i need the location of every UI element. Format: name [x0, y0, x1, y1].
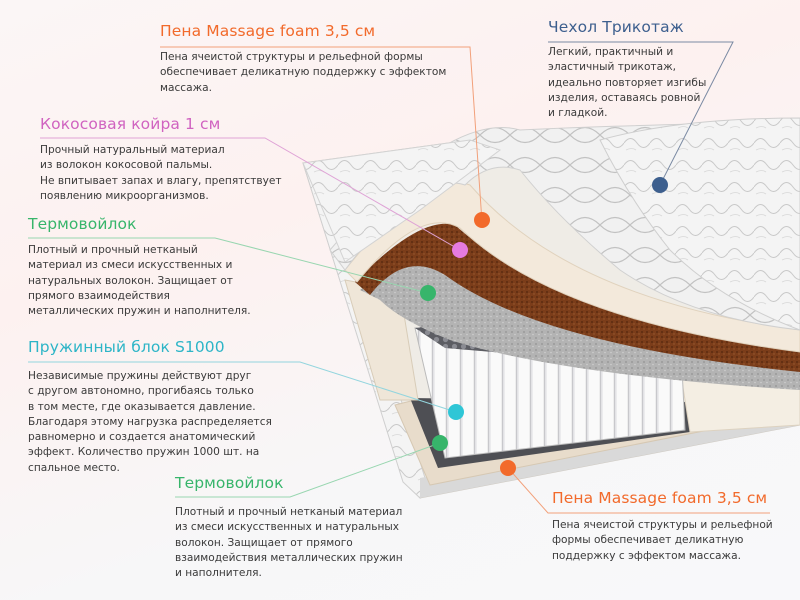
callout-title: Пена Massage foam 3,5 см — [160, 22, 376, 40]
leader-springs — [28, 361, 457, 413]
desc-line: натуральных волокон. Защищает от — [28, 274, 233, 287]
desc-line: из волокон кокосовой пальмы. — [40, 159, 213, 172]
desc-line: Не впитывает запах и влагу, препятствует — [40, 174, 282, 187]
callout-desc: Пена ячеистой структуры и рельефной форм… — [552, 518, 773, 564]
callout-title: Термовойлок — [175, 474, 284, 492]
callout-title: Чехол Трикотаж — [548, 18, 684, 36]
leader-felt-bottom — [175, 442, 441, 498]
callout-massage-top: Пена Massage foam 3,5 см Пена ячеистой с… — [160, 22, 446, 96]
desc-line: Благодаря этому нагрузка распределяется — [28, 415, 272, 428]
desc-line: обеспечивает деликатную поддержку с эффе… — [160, 66, 447, 79]
desc-line: Независимые пружины действуют друг — [28, 370, 252, 382]
desc-line: металлических пружин и наполнителя. — [28, 305, 251, 318]
callout-desc: Плотный и прочный нетканый материал из с… — [175, 505, 403, 581]
desc-line: изделия, оставаясь ровной — [548, 91, 701, 104]
desc-line: взаимодействия металлических пружин — [175, 551, 403, 564]
dot-springs — [448, 404, 464, 420]
dot-massage-top — [474, 212, 490, 228]
desc-line: формы обеспечивает деликатную — [552, 534, 744, 547]
dot-massage-bottom — [500, 460, 516, 476]
leader-felt-top — [28, 237, 429, 294]
callout-desc: Независимые пружины действуют друг с дру… — [28, 369, 272, 476]
desc-line: Пена ячеистой структуры и рельефной — [552, 519, 773, 531]
callout-massage-bottom: Пена Massage foam 3,5 см Пена ячеистой с… — [552, 489, 773, 564]
desc-line: и гладкой. — [548, 107, 608, 120]
leader-massage-bottom — [507, 467, 770, 514]
cover-top-outer — [599, 117, 800, 331]
callout-felt-top: Термовойлок Плотный и прочный нетканый м… — [28, 215, 251, 319]
callout-title: Пружинный блок S1000 — [28, 338, 225, 356]
callout-desc: Пена ячеистой структуры и рельефной форм… — [160, 50, 446, 96]
callout-cover: Чехол Трикотаж Легкий, практичный и элас… — [548, 18, 706, 121]
dot-felt-bottom — [432, 435, 448, 451]
dot-coir — [452, 242, 468, 258]
callout-title: Термовойлок — [28, 215, 137, 233]
desc-line: Пена ячеистой структуры и рельефной форм… — [160, 51, 423, 63]
dot-felt-top — [420, 285, 436, 301]
desc-line: с другом автономно, прогибаясь только — [28, 385, 254, 398]
desc-line: Легкий, практичный и — [548, 46, 674, 58]
desc-line: эластичный трикотаж, — [548, 61, 676, 74]
cover-top-left — [302, 139, 502, 263]
desc-line: эффект. Количество пружин 1000 шт. на — [28, 446, 260, 459]
desc-line: спальное место. — [28, 461, 120, 474]
dot-cover — [652, 177, 668, 193]
callout-title: Кокосовая койра 1 см — [40, 115, 221, 133]
callout-desc: Легкий, практичный и эластичный трикотаж… — [548, 45, 706, 121]
desc-line: в том месте, где оказывается давление. — [28, 400, 256, 413]
desc-line: Плотный и прочный нетканый материал — [175, 506, 403, 518]
leader-massage-top — [160, 46, 483, 223]
desc-line: волокон. Защищает от прямого — [175, 536, 353, 549]
callout-coir: Кокосовая койра 1 см Прочный натуральный… — [40, 115, 282, 204]
callout-felt-bottom: Термовойлок Плотный и прочный нетканый м… — [175, 474, 403, 581]
desc-line: массажа. — [160, 81, 213, 94]
desc-line: Плотный и прочный нетканый — [28, 244, 198, 256]
desc-line: материал из смеси искусственных и — [28, 259, 233, 272]
desc-line: из смеси искусственных и натуральных — [175, 521, 400, 534]
callout-desc: Плотный и прочный нетканый материал из с… — [28, 243, 251, 319]
desc-line: идеально повторяет изгибы — [548, 76, 707, 89]
desc-line: поддержку с эффектом массажа. — [552, 549, 741, 562]
leader-coir — [40, 137, 461, 251]
leader-cover — [548, 41, 734, 186]
desc-line: равномерно и создается анатомический — [28, 431, 256, 444]
callout-springs: Пружинный блок S1000 Независимые пружины… — [28, 338, 272, 476]
desc-line: и наполнителя. — [175, 567, 262, 580]
callout-desc: Прочный натуральный материал из волокон … — [40, 143, 282, 204]
desc-line: появлению микроорганизмов. — [40, 189, 209, 202]
desc-line: прямого взаимодействия — [28, 289, 170, 302]
desc-line: Прочный натуральный материал — [40, 144, 225, 156]
callout-title: Пена Massage foam 3,5 см — [552, 489, 768, 507]
